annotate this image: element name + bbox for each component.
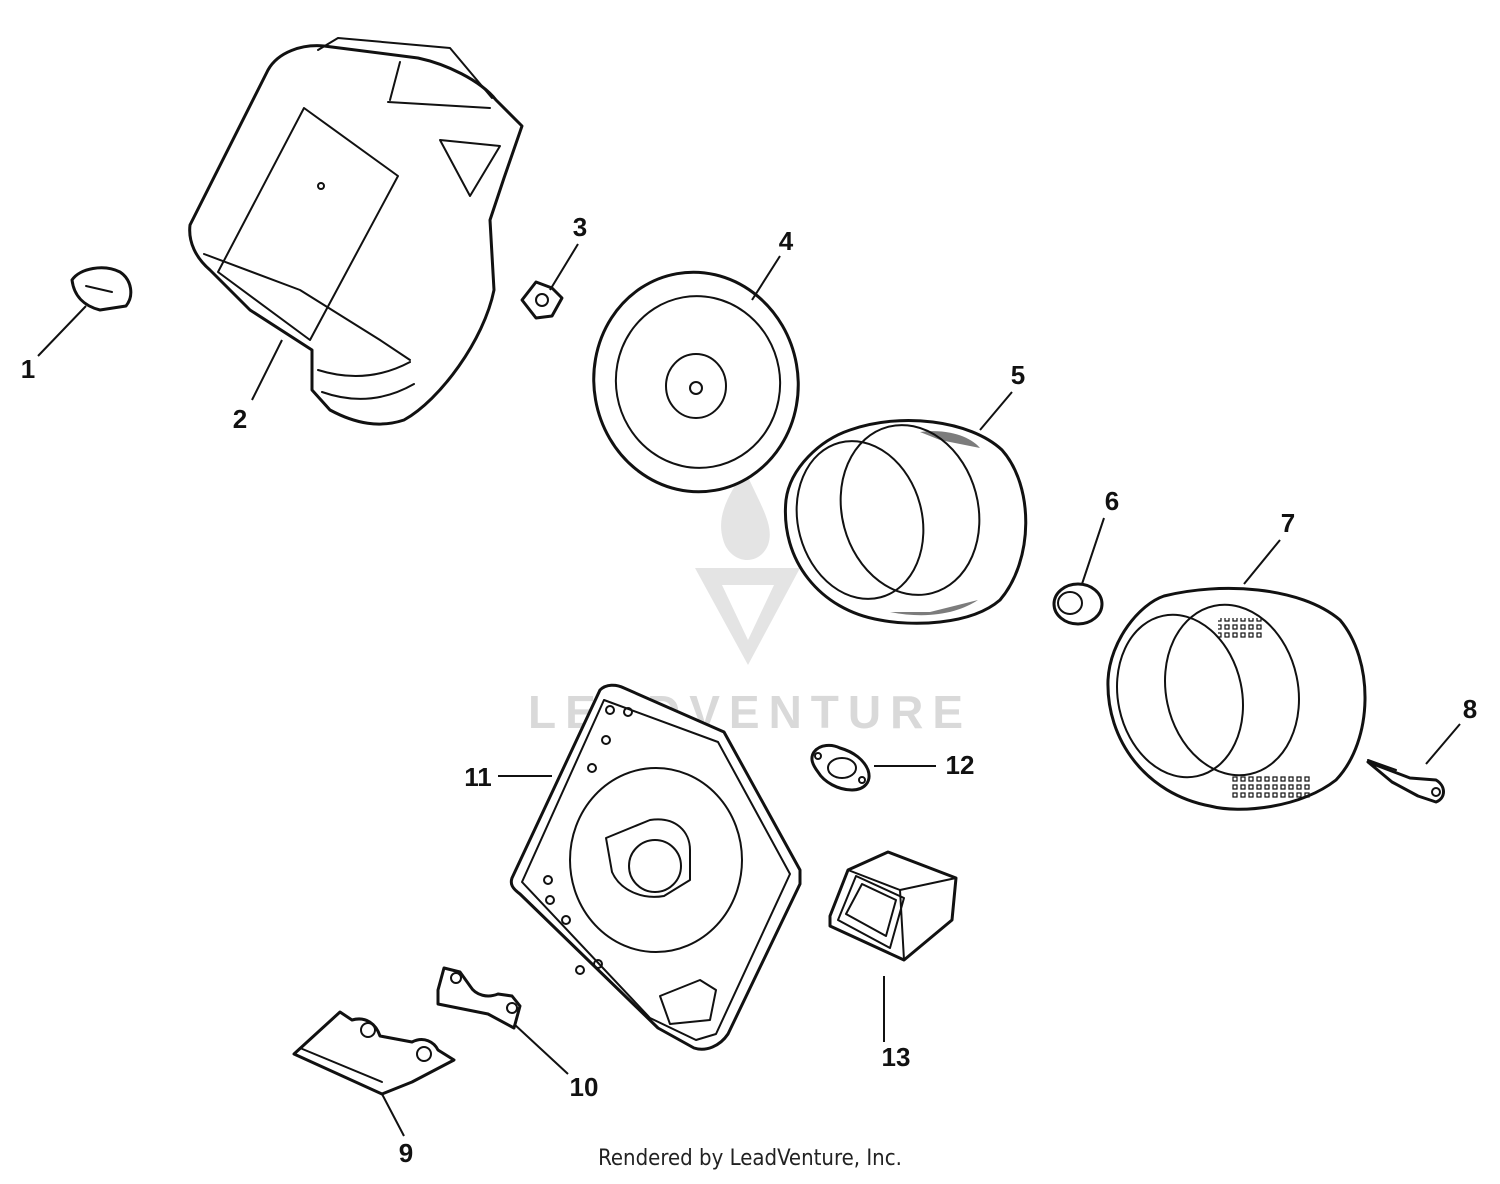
part-8-wing-screw: [1366, 759, 1445, 804]
part-10-plate: [436, 966, 522, 1030]
part-7-filter-element: [1106, 586, 1367, 811]
callout-8: 8: [1463, 694, 1477, 724]
callout-7: 7: [1281, 508, 1295, 538]
part-5-precleaner: [783, 419, 1028, 625]
part-6-grommet: [1052, 582, 1104, 626]
credit-footer: Rendered by LeadVenture, Inc.: [598, 1146, 902, 1171]
callout-10: 10: [570, 1072, 599, 1102]
callout-2: 2: [233, 404, 247, 434]
callout-11: 11: [464, 762, 492, 792]
part-3-wing-nut: [520, 280, 564, 320]
part-11-base-plate: [509, 683, 802, 1051]
callout-5: 5: [1011, 360, 1025, 390]
callout-6: 6: [1105, 486, 1119, 516]
part-13-adapter: [828, 850, 958, 962]
part-12-gasket: [810, 743, 871, 792]
callout-13: 13: [882, 1042, 911, 1072]
callout-9: 9: [399, 1138, 413, 1168]
callout-numbers: 1 2 3 4 5 6 7 8 9 10 11 12 13: [21, 212, 1477, 1168]
callout-1: 1: [21, 354, 35, 384]
leader-lines: [37, 243, 1461, 1137]
part-4-filter-disc: [592, 270, 800, 494]
callout-4: 4: [779, 226, 794, 256]
callout-12: 12: [946, 750, 975, 780]
callout-3: 3: [573, 212, 587, 242]
watermark-logo: [695, 470, 800, 665]
part-9-bracket: [292, 1010, 456, 1096]
part-1-clip: [70, 266, 133, 312]
part-2-cover: [188, 37, 524, 426]
